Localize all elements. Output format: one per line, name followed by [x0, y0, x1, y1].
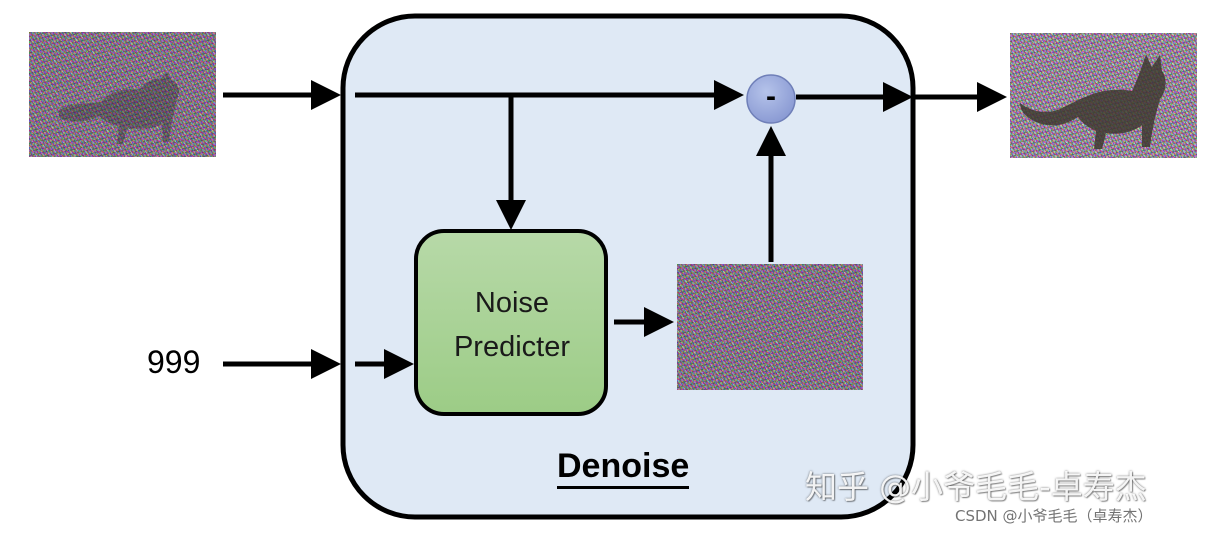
- timestep-input-label: 999: [147, 344, 201, 380]
- denoise-module-title: Denoise: [557, 447, 690, 489]
- cat-silhouette-faint-icon: [59, 72, 179, 144]
- zhihu-watermark: 知乎 @小爷毛毛-卓寿杰: [805, 468, 1147, 506]
- noise-predicter-label: Noise Predicter: [417, 281, 607, 369]
- noisy-input-image: [29, 32, 216, 157]
- noise-predicter-box: [414, 229, 608, 416]
- subtract-node: [746, 74, 796, 124]
- denoised-output-image: [1010, 33, 1197, 158]
- noise-predicter-label-line1: Noise: [474, 287, 550, 319]
- cat-silhouette-icon: [1020, 55, 1166, 149]
- csdn-watermark: CSDN @小爷毛毛（卓寿杰）: [955, 507, 1153, 525]
- noise-predicter-label-line2: Predicter: [453, 331, 571, 363]
- subtract-symbol: -: [766, 80, 776, 113]
- predicted-noise-image: [677, 264, 863, 390]
